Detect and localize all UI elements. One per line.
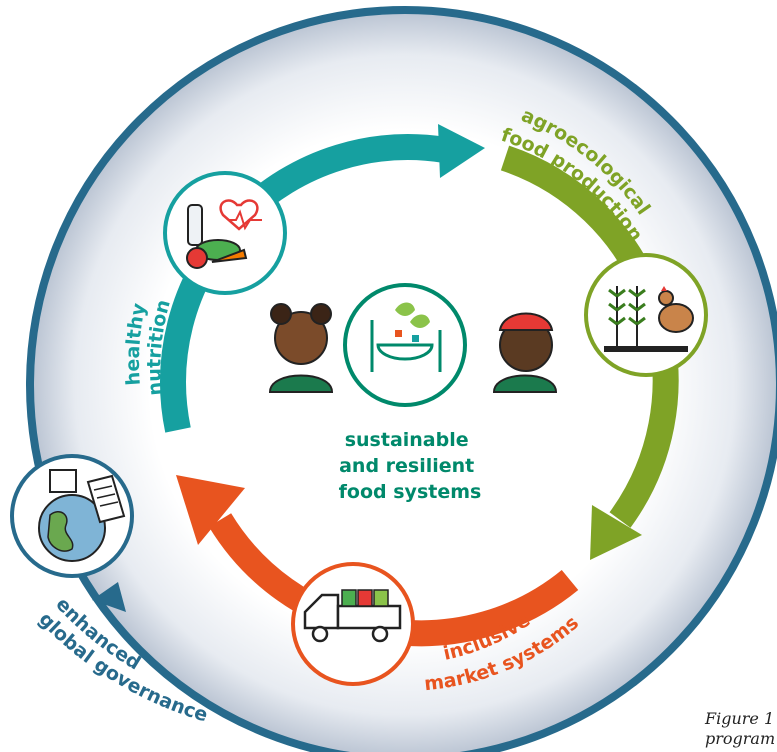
food-bowl-icon [343,283,467,407]
caption-line: Figure 1 [705,709,775,728]
governance-icon [10,454,134,578]
governance-arrow [92,582,126,612]
production-icon [584,253,708,377]
person-icon [268,303,334,393]
person-icon [492,312,558,393]
market-icon [291,562,415,686]
center-title: sustainable and resilient food systems [339,429,482,503]
caption-line: program [705,729,776,748]
figure-caption: Figure 1 program [705,709,775,749]
nutrition-icon [163,171,287,295]
